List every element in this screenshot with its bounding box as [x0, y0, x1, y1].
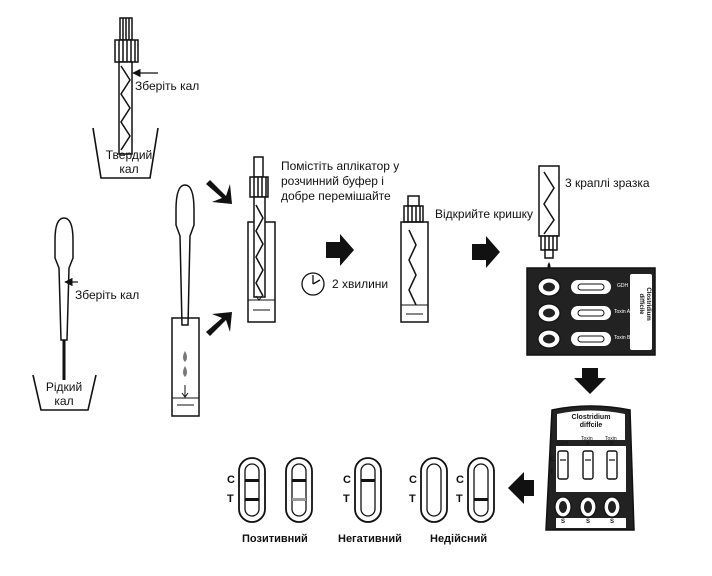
large-cassette-t-letter: T: [550, 470, 554, 476]
solid-stool-label-line1: Твердий: [105, 148, 153, 162]
arrow-diagonal-up-icon: [206, 312, 232, 336]
arrow-right-icon: [326, 234, 354, 266]
place-applicator-line1: Помістіть аплікатор у: [281, 159, 400, 173]
timer-icon: [301, 272, 325, 296]
collect-label-solid: Зберіть кал: [135, 79, 200, 93]
result-c-letter: C: [227, 474, 235, 486]
open-cap-label: Відкрийте кришку: [435, 207, 534, 221]
wait-label: 2 хвилини: [332, 277, 389, 291]
result-positive-label: Позитивний: [242, 533, 308, 545]
result-window-invalid-2: [467, 457, 495, 523]
open-cap-tube-illustration: [400, 195, 429, 323]
arrow-left-icon: [508, 472, 534, 504]
large-cassette-c-letter: C: [550, 457, 555, 463]
large-cassette-brand-line2: diffcile: [579, 422, 603, 429]
result-window-negative: [354, 457, 382, 523]
dropper-illustration: [538, 165, 560, 259]
result-c-letter: C: [456, 474, 464, 486]
liquid-stool-illustration: [32, 217, 97, 411]
large-cassette-s-letter: S: [561, 519, 566, 525]
small-cassette-channel-toxin-b: Toxin B: [614, 335, 631, 341]
result-window-positive-2: [285, 457, 313, 523]
arrow-right-icon: [472, 236, 500, 268]
large-cassette: [545, 405, 635, 531]
buffer-tube-illustration: [247, 156, 276, 323]
result-c-letter: C: [343, 474, 351, 486]
solid-stool-illustration: [92, 17, 159, 179]
result-t-letter: T: [343, 493, 350, 505]
result-window-positive-1: [238, 457, 266, 523]
result-negative-label: Негативний: [338, 533, 402, 545]
large-cassette-brand-line1: Clostridium: [571, 414, 611, 421]
add-drops-label: 3 краплі зразка: [565, 176, 650, 190]
result-t-letter: T: [409, 493, 416, 505]
small-cassette-channel-gdh: GDH: [617, 283, 629, 289]
arrow-down-icon: [574, 368, 606, 394]
pipette-tube-illustration: [171, 184, 200, 417]
large-cassette-s-letter: S: [610, 519, 615, 525]
small-cassette-brand: Clostridium difficile: [633, 280, 651, 340]
large-cassette-channel-gdh: GDH: [557, 441, 569, 447]
drop-icon: [183, 351, 187, 362]
large-cassette-channel-toxin-b: Toxin: [605, 436, 617, 442]
result-invalid-label: Недійсний: [430, 533, 488, 545]
result-t-letter: T: [456, 493, 463, 505]
drop-icon: [183, 366, 187, 377]
place-applicator-line2: розчинний буфер і: [281, 174, 384, 188]
small-cassette-channel-toxin-a: Toxin A: [614, 309, 631, 315]
result-window-invalid-1: [420, 457, 448, 523]
arrow-diagonal-down-icon: [206, 180, 232, 204]
large-cassette-channel-toxin-b-sub: B: [610, 441, 614, 447]
large-cassette-channel-toxin-a: Toxin: [581, 436, 593, 442]
result-t-letter: T: [227, 493, 234, 505]
result-c-letter: C: [409, 474, 417, 486]
liquid-stool-label-line2: кал: [54, 394, 74, 408]
liquid-stool-label-line1: Рідкий: [45, 380, 83, 394]
solid-stool-label-line2: кал: [119, 162, 139, 176]
large-cassette-s-letter: S: [586, 519, 591, 525]
small-cassette: [526, 267, 656, 356]
large-cassette-channel-toxin-a-sub: A: [586, 441, 590, 447]
small-cassette-brand-line1: Clostridium: [645, 287, 651, 321]
place-applicator-line3: добре перемішайте: [281, 189, 391, 203]
collect-label-liquid: Зберіть кал: [75, 288, 140, 302]
small-cassette-brand-line2: difficile: [638, 293, 644, 315]
